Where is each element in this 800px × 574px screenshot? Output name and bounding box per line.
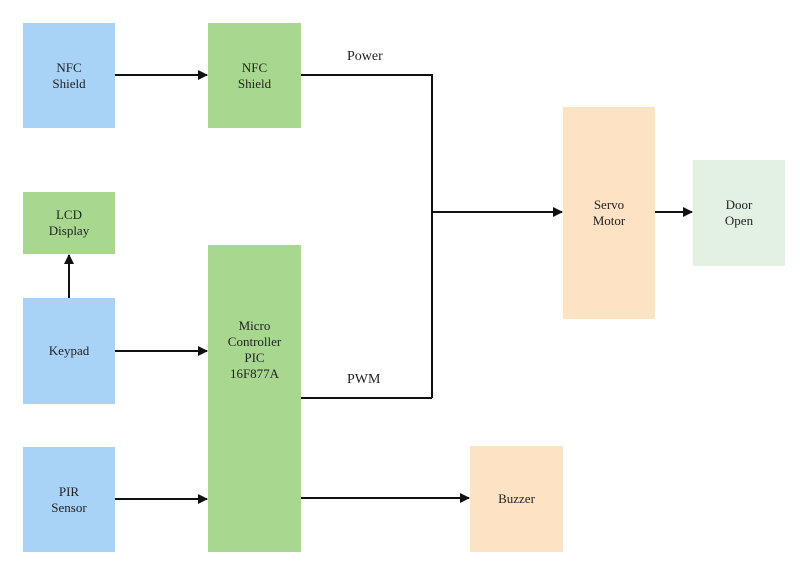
microcontroller-box: Micro Controller PIC 16F877A [208, 245, 301, 552]
keypad-box: Keypad [23, 298, 115, 404]
buzzer-box: Buzzer [470, 446, 563, 552]
edge-power-line [301, 74, 433, 398]
door-open-label: Door Open [724, 197, 754, 228]
pir-sensor-label: PIR Sensor [51, 483, 87, 515]
nfc-source-box: NFC Shield [23, 23, 115, 128]
nfc-source-label: NFC Shield [52, 59, 86, 91]
pwm-edge-label: PWM [347, 372, 381, 387]
servo-motor-box: Servo Motor [563, 107, 655, 319]
pir-sensor-box: PIR Sensor [23, 447, 115, 552]
servo-motor-label: Servo Motor [592, 197, 626, 228]
door-open-box: Door Open [693, 160, 785, 266]
keypad-label: Keypad [48, 343, 90, 358]
power-edge-label: Power [347, 49, 383, 64]
nfc-shield-box: NFC Shield [208, 23, 301, 128]
buzzer-label: Buzzer [498, 491, 535, 506]
nfc-shield-label: NFC Shield [237, 59, 272, 91]
microcontroller-label: Micro Controller PIC 16F877A [227, 317, 282, 381]
lcd-display-box: LCD Display [23, 192, 115, 254]
lcd-display-label: LCD Display [48, 207, 90, 238]
